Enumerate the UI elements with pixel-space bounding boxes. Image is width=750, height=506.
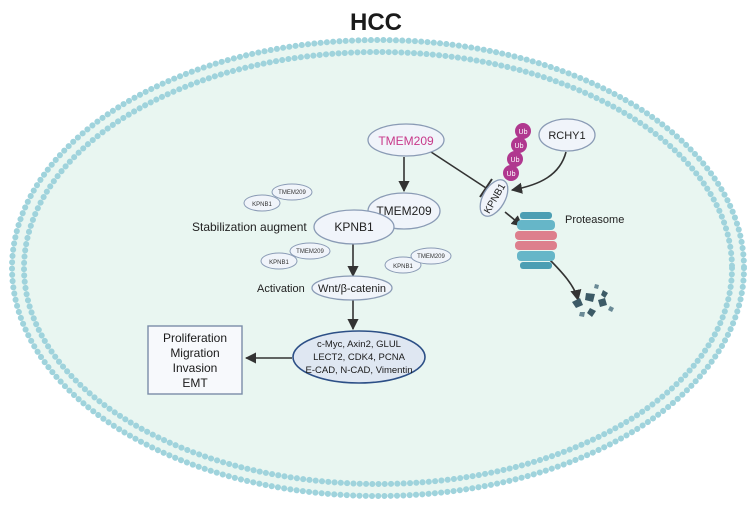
diagram-title: HCC: [350, 9, 402, 36]
arrow-rchy1-to-kpnb1: [510, 151, 567, 194]
ubiquitin-4: [503, 165, 519, 181]
kpnb1-main-label: KPNB1: [334, 220, 374, 234]
kpnb1-main-node: KPNB1: [313, 209, 395, 245]
outcome-proliferation: Proliferation: [163, 331, 227, 345]
activation-label: Activation: [257, 283, 305, 295]
ubiquitin-1: [515, 123, 531, 139]
ubiquitin-2-label: Ub: [515, 143, 524, 150]
ubiquitin-3-label: Ub: [511, 157, 520, 164]
inhibit-tmem209-to-kpnb1: [427, 149, 487, 189]
inhibit-bar: [479, 178, 493, 198]
ubiquitin-chain: Ub Ub Ub Ub: [503, 123, 531, 181]
tmem209-top-node: TMEM209: [367, 123, 445, 157]
proteasome-icon: [515, 212, 557, 269]
ubiquitin-1-label: Ub: [519, 129, 528, 136]
complex-1: KPNB1 TMEM209: [243, 183, 313, 212]
complex-2-tmem209-label: TMEM209: [296, 249, 324, 255]
proteasome-label: Proteasome: [565, 214, 624, 226]
target-genes-line-1: c-Myc, Axin2, GLUL: [317, 339, 401, 350]
stabilization-label: Stabilization augment: [192, 220, 307, 234]
ubiquitin-2: [511, 137, 527, 153]
cell-membrane-outer: [9, 37, 747, 499]
tmem209-top-label: TMEM209: [378, 134, 434, 148]
target-genes-line-3: E-CAD, N-CAD, Vimentin: [306, 365, 413, 376]
ubiquitin-4-label: Ub: [507, 171, 516, 178]
arrow-proteasome-to-fragments: [547, 257, 582, 302]
complex-3-tmem209-label: TMEM209: [417, 254, 445, 260]
outcome-emt: EMT: [182, 376, 208, 390]
rchy1-node: RCHY1: [538, 118, 596, 152]
outcomes-box: Proliferation Migration Invasion EMT: [147, 325, 243, 395]
cell: [9, 37, 747, 499]
rchy1-label: RCHY1: [548, 130, 585, 142]
cell-membrane-inner: [21, 49, 735, 487]
tmem209-mid-label: TMEM209: [376, 204, 432, 218]
complex-3-kpnb1-label: KPNB1: [393, 264, 413, 270]
complex-2: KPNB1 TMEM209: [260, 242, 331, 270]
target-genes-node: c-Myc, Axin2, GLUL LECT2, CDK4, PCNA E-C…: [292, 330, 426, 384]
degraded-fragments-icon: [572, 284, 614, 317]
complex-3: KPNB1 TMEM209: [384, 247, 452, 274]
complex-1-tmem209-label: TMEM209: [278, 190, 306, 196]
target-genes-line-2: LECT2, CDK4, PCNA: [313, 352, 406, 363]
outcome-migration: Migration: [170, 346, 219, 360]
ubiquitin-3: [507, 151, 523, 167]
complex-1-kpnb1-label: KPNB1: [252, 202, 272, 208]
wnt-label: Wnt/β-catenin: [318, 283, 386, 295]
complex-2-kpnb1-label: KPNB1: [269, 260, 289, 266]
wnt-node: Wnt/β-catenin: [311, 275, 393, 301]
cytoplasm: [12, 40, 744, 496]
outcome-invasion: Invasion: [173, 361, 218, 375]
connectors: [244, 149, 582, 364]
